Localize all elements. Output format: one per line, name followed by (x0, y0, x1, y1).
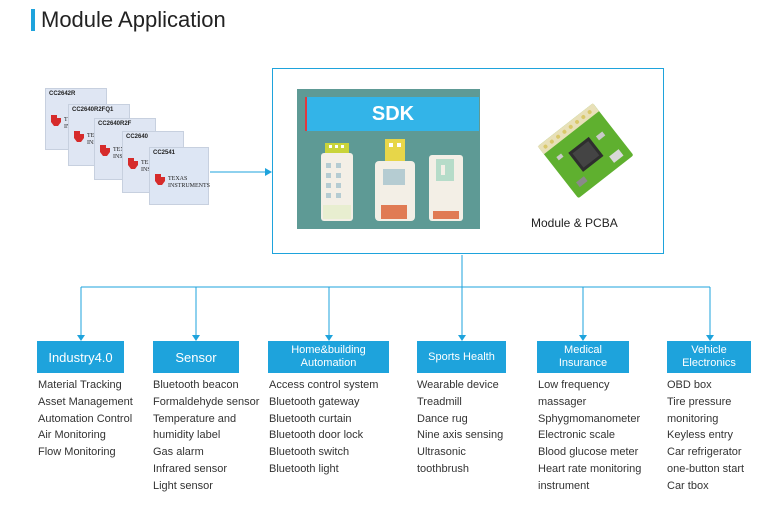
list-item: massager (538, 395, 587, 408)
arrow-sensor (192, 335, 200, 341)
industry-item-list: Material Tracking Asset Management Autom… (38, 377, 133, 461)
sdk-header: SDK (307, 97, 479, 131)
list-item: toothbrush (417, 462, 469, 475)
usb-dongle-icon (375, 139, 415, 221)
ti-logo-icon (155, 174, 165, 185)
medical-item-list: Low frequency massager Sphygmomanometer … (538, 377, 641, 495)
list-item: Wearable device (417, 379, 499, 391)
sensor-item-list: Bluetooth beacon Formaldehyde sensor Tem… (153, 377, 259, 495)
list-item: Car tbox (667, 479, 709, 492)
bluetooth-tag-icon (321, 143, 353, 221)
list-item: Keyless entry (667, 429, 734, 442)
arrow-medical (579, 335, 587, 341)
chip-label: CC2640 (126, 134, 149, 140)
list-item: Bluetooth gateway (269, 395, 360, 408)
arrow-sports (458, 335, 466, 341)
ti-logo-icon (100, 145, 110, 156)
chip-label: CC2541 (153, 150, 176, 156)
category-home-building: Home&building Automation (268, 341, 389, 373)
list-item: Asset Management (38, 395, 133, 408)
list-item: Gas alarm (153, 446, 204, 459)
list-item: one-button start (667, 462, 745, 475)
list-item: Bluetooth door lock (269, 429, 364, 442)
category-vehicle: Vehicle Electronics (667, 341, 751, 373)
arrow-industry (77, 335, 85, 341)
module-pcba-label: Module & PCBA (531, 216, 618, 230)
list-item: Nine axis sensing (417, 429, 504, 442)
vehicle-item-list: OBD box Tire pressure monitoring Keyless… (667, 377, 744, 495)
sports-item-list: Wearable device Treadmill Dance rug Nine… (417, 377, 503, 478)
category-sensor: Sensor (153, 341, 239, 373)
chip-label: CC2640R2FQ1 (72, 107, 114, 113)
list-item: Blood glucose meter (538, 446, 639, 459)
list-item: Light sensor (153, 479, 213, 492)
list-item: Formaldehyde sensor (153, 395, 260, 408)
list-item: Electronic scale (538, 429, 616, 442)
home-item-list: Access control system Bluetooth gateway … (269, 377, 378, 478)
ti-logo-icon (51, 115, 61, 126)
list-item: Low frequency (538, 379, 610, 391)
arrow-to-center (265, 168, 272, 176)
chip-label: CC2642R (49, 91, 76, 97)
category-sports-health: Sports Health (417, 341, 506, 373)
list-item: Temperature and (153, 412, 237, 425)
list-item: Bluetooth curtain (269, 412, 352, 425)
chip-label: CC2640R2F (98, 121, 132, 127)
list-item: Access control system (269, 379, 379, 391)
list-item: OBD box (667, 379, 712, 391)
list-item: Bluetooth beacon (153, 379, 239, 391)
list-item: Bluetooth light (269, 462, 339, 475)
list-item: Treadmill (417, 395, 462, 408)
list-item: Flow Monitoring (38, 446, 116, 459)
list-item: Dance rug (417, 412, 468, 425)
list-item: monitoring (667, 412, 719, 425)
list-item: Bluetooth switch (269, 446, 350, 459)
list-item: Heart rate monitoring (538, 462, 642, 475)
list-item: Material Tracking (38, 379, 122, 391)
category-medical: Medical Insurance (537, 341, 629, 373)
category-industry: Industry4.0 (37, 341, 124, 373)
sensor-module-icon (429, 155, 463, 221)
list-item: Tire pressure (667, 395, 732, 408)
ti-logo-icon (74, 131, 84, 142)
list-item: Infrared sensor (153, 462, 227, 475)
list-item: Ultrasonic (417, 446, 466, 459)
list-item: instrument (538, 479, 590, 492)
list-item: Automation Control (38, 412, 133, 425)
arrow-home (325, 335, 333, 341)
pcba-board-icon (537, 103, 633, 198)
page-title: Module Application (41, 7, 226, 32)
arrow-vehicle (706, 335, 714, 341)
ti-logo-icon (128, 158, 138, 169)
list-item: humidity label (153, 429, 221, 442)
device-illustrations (321, 139, 463, 221)
list-item: Car refrigerator (667, 446, 742, 459)
list-item: Air Monitoring (38, 429, 106, 442)
title-accent-bar (31, 9, 35, 31)
list-item: Sphygmomanometer (538, 412, 641, 425)
sdk-header-marker (305, 97, 307, 131)
